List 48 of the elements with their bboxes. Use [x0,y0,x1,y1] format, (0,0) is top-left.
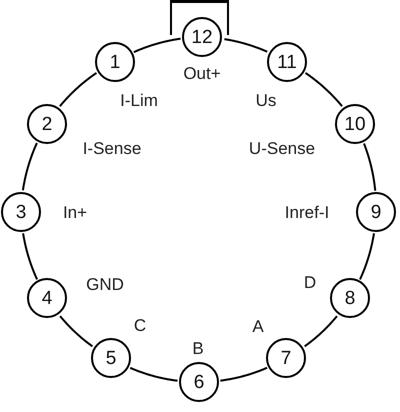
pin-number: 11 [277,52,297,72]
connector-line [59,315,93,348]
connector-line [304,72,343,107]
pin-number: 4 [42,288,52,308]
pin-circle [95,42,135,82]
pin-number: 2 [42,114,52,134]
pin-label: Us [256,91,276,111]
pin-number: 1 [110,52,120,72]
pin-label: Inref-I [284,203,330,223]
pin-number: 9 [370,202,382,222]
pin-number: 10 [344,114,366,134]
connector-line [130,366,178,382]
pin-circle [1,192,41,232]
pin-circle [267,42,307,82]
connector-line [224,38,268,53]
pin-circle [179,362,219,402]
pin-circle [330,278,370,318]
pin-number: 7 [280,348,292,368]
pin-label: C [134,316,146,336]
pin-label: In+ [62,203,88,223]
connector-line [59,72,98,107]
pin-circle [91,338,131,378]
pin-label: U-Sense [248,139,316,159]
pin-circle [27,278,67,318]
pin-number: 8 [344,288,356,308]
connector-line [359,233,375,280]
connector-line [363,143,376,191]
pin-number: 5 [106,348,116,368]
pin-circle [335,104,375,144]
pin-number: 6 [194,372,204,392]
pin-label: GND [86,275,124,295]
pin-label: D [304,273,316,293]
connector-line [220,366,268,382]
pin-circle [266,338,306,378]
pin-label: B [192,339,204,359]
pin-number: 3 [16,202,26,222]
pin-circle [182,17,222,57]
pin-label: Out+ [183,64,221,84]
connector-line [133,38,181,54]
pin-circle [27,104,67,144]
pin-label: I-Lim [120,91,158,111]
pin-number: 12 [191,28,213,46]
pin-label: A [252,317,264,337]
pin-circle [356,192,396,232]
pin-label: I-Sense [82,139,142,159]
connector-line [304,315,338,348]
connector-line [22,142,38,190]
connector-line [22,233,38,280]
